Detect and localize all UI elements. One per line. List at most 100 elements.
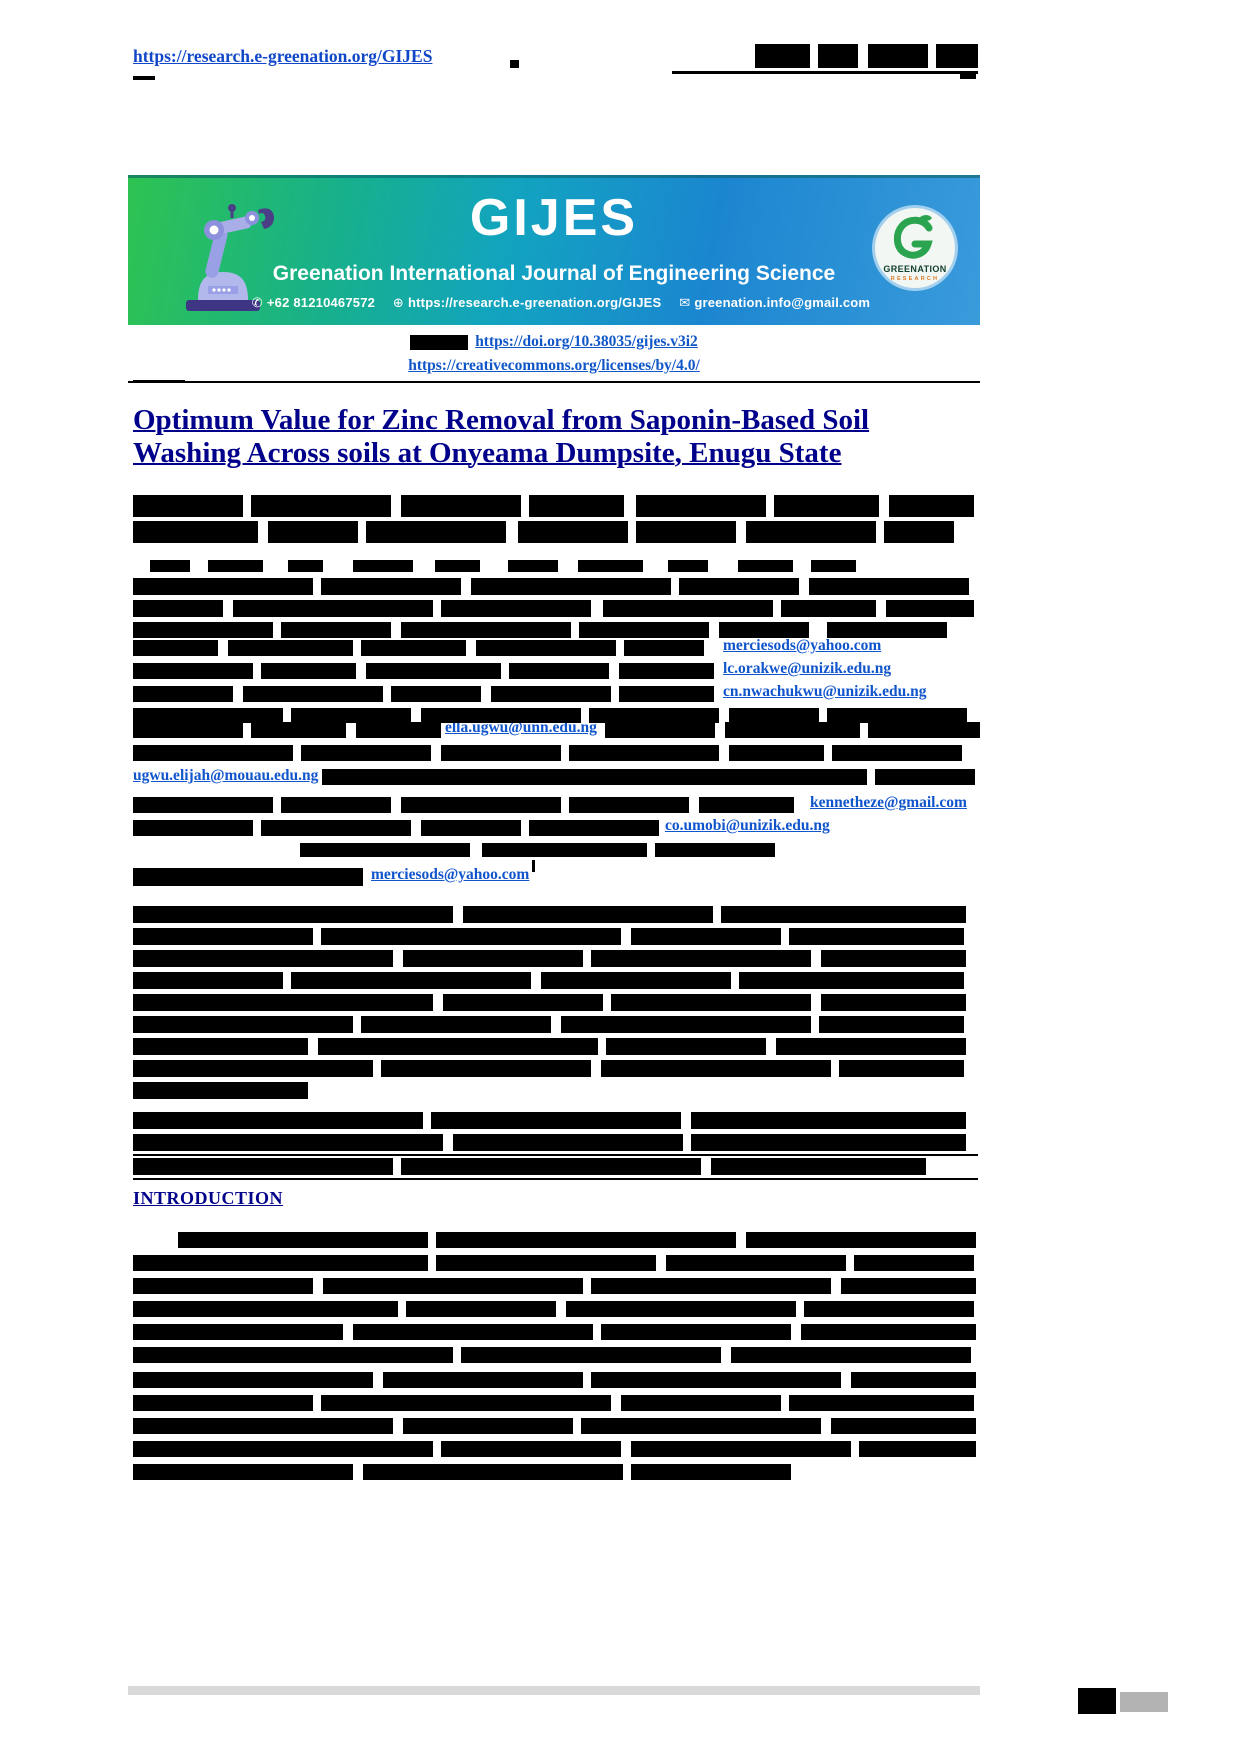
redaction-bar (383, 1372, 583, 1388)
author-email-4[interactable]: ella.ugwu@unn.edu.ng (445, 719, 597, 736)
redaction-bar (569, 797, 689, 813)
redaction-bar (133, 906, 453, 923)
phone-icon: ✆ (251, 296, 263, 311)
banner-phone: +62 81210467572 (266, 295, 376, 310)
redacted-text (133, 820, 659, 836)
redaction-bar (691, 1134, 966, 1151)
redaction-bar (589, 708, 719, 723)
redacted-text (133, 1278, 976, 1294)
redacted-text (133, 906, 966, 923)
redacted-text (133, 663, 714, 679)
redaction-bar (133, 1395, 313, 1411)
author-email-2[interactable]: lc.orakwe@unizik.edu.ng (723, 660, 892, 677)
redaction-bar (668, 560, 708, 572)
redacted-text (133, 1324, 976, 1340)
redaction-bar (541, 972, 731, 989)
redaction-bar (421, 820, 521, 836)
redaction-bar (133, 640, 218, 656)
redaction-bar (884, 521, 954, 543)
redaction-bar (261, 663, 356, 679)
redaction-bar (133, 1324, 343, 1340)
redaction-bar (401, 1158, 701, 1175)
author-email-7[interactable]: co.umobi@unizik.edu.ng (665, 817, 830, 834)
introduction-heading: INTRODUCTION (133, 1188, 284, 1208)
redaction-bar (601, 1060, 831, 1077)
redaction-bar (443, 994, 603, 1011)
redaction-bar (410, 334, 469, 350)
redaction-bar (133, 1255, 428, 1271)
redaction-bar (809, 578, 969, 595)
author-email-3[interactable]: cn.nwachukwu@unizik.edu.ng (723, 683, 927, 700)
redaction-bar (566, 1301, 796, 1317)
redaction-bar (699, 797, 794, 813)
redaction-bar (133, 1038, 308, 1055)
redaction-bar (133, 1278, 313, 1294)
author-email-5[interactable]: ugwu.elijah@mouau.edu.ng (133, 767, 319, 784)
redaction-bar (491, 686, 611, 702)
redaction-bar (827, 622, 947, 638)
redaction-bar (509, 663, 609, 679)
license-link[interactable]: https://creativecommons.org/licenses/by/… (408, 357, 700, 374)
keywords-underline (133, 1154, 978, 1156)
redacted-text (605, 722, 980, 738)
header-journal-link[interactable]: https://research.e-greenation.org/GIJES (133, 46, 433, 66)
redaction-bar (291, 708, 411, 723)
redaction-bar (318, 1038, 598, 1055)
redaction-bar (133, 708, 283, 723)
redaction-bar (636, 495, 766, 517)
redaction-bar (133, 1060, 373, 1077)
redaction-bar (781, 600, 876, 617)
redaction-bar (133, 380, 185, 383)
redaction-bar (619, 686, 714, 702)
redaction-bar (889, 495, 974, 517)
redaction-bar (868, 722, 980, 738)
redacted-text (133, 1255, 974, 1271)
paper-title-line2: Washing Across soils at Onyeama Dumpsite… (133, 437, 842, 469)
author-email-1[interactable]: merciesods@yahoo.com (723, 637, 882, 654)
redaction-bar (133, 1464, 353, 1480)
redaction-bar (401, 622, 571, 638)
author-email-6[interactable]: kennetheze@gmail.com (810, 794, 967, 811)
redaction-bar (431, 1112, 681, 1129)
logo-text-research: RESEARCH (890, 276, 940, 282)
redaction-bar (691, 1112, 966, 1129)
redaction-bar (322, 769, 867, 785)
redaction-bar (731, 1347, 971, 1363)
redaction-bar (133, 622, 273, 638)
redaction-bar (353, 560, 413, 572)
journal-banner: GIJES Greenation International Journal o… (128, 175, 980, 325)
redaction-bar (606, 1038, 766, 1055)
redaction-bar (827, 708, 967, 723)
banner-contact-row: ✆+62 81210467572 ⊕https://research.e-gre… (128, 295, 980, 311)
redaction-bar (281, 797, 391, 813)
redacted-text (133, 622, 947, 638)
redaction-bar (251, 722, 346, 738)
redacted-text (133, 686, 714, 702)
redaction-bar (510, 60, 519, 68)
globe-icon: ⊕ (392, 296, 404, 311)
redaction-bar (288, 560, 323, 572)
redaction-bar (811, 560, 856, 572)
redaction-bar (361, 640, 466, 656)
redaction-bar (819, 1016, 964, 1033)
redaction-bar (789, 928, 964, 945)
banner-acronym: GIJES (469, 189, 639, 247)
redaction-bar (436, 1255, 656, 1271)
redaction-bar (721, 906, 966, 923)
redaction-bar (133, 686, 233, 702)
redacted-text (133, 708, 967, 723)
redaction-bar (133, 1134, 443, 1151)
redaction-bar (133, 663, 253, 679)
redaction-bar (366, 521, 506, 543)
doi-link[interactable]: https://doi.org/10.38035/gijes.v3i2 (475, 333, 698, 350)
redacted-text (133, 600, 974, 617)
redacted-text (133, 797, 794, 813)
redaction-bar (391, 686, 481, 702)
redaction-bar (561, 1016, 811, 1033)
corresponding-author-email[interactable]: merciesods@yahoo.com (371, 866, 530, 883)
redaction-bar (821, 994, 966, 1011)
redaction-bar (366, 663, 501, 679)
redaction-bar (133, 521, 258, 543)
redaction-bar (133, 495, 243, 517)
redaction-bar (133, 1418, 393, 1434)
